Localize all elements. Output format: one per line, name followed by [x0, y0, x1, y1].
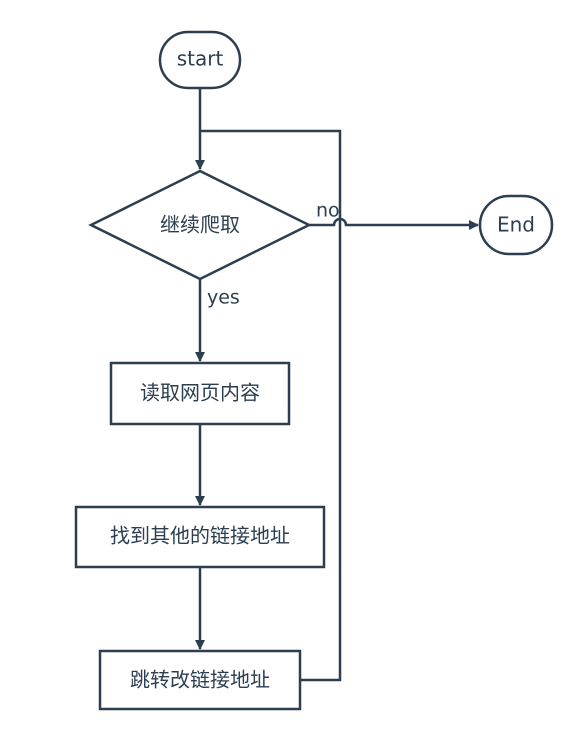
node-read-page[interactable]: 读取网页内容: [109, 361, 291, 426]
start-label: start: [177, 47, 224, 71]
decision-diamond-shape: [88, 169, 312, 281]
decision-label: 继续爬取: [160, 213, 240, 237]
edge-decision-to-end: [306, 217, 479, 230]
node-decision[interactable]: 继续爬取: [88, 169, 312, 281]
start-terminal-shape: [158, 30, 242, 90]
read-page-label: 读取网页内容: [140, 381, 260, 405]
jump-label: 跳转改链接地址: [130, 668, 270, 692]
read-page-process-shape: [109, 361, 291, 426]
end-terminal-shape: [478, 194, 554, 256]
find-links-label: 找到其他的链接地址: [110, 524, 290, 548]
edge-label-yes: yes: [207, 287, 240, 309]
node-end[interactable]: End: [478, 194, 554, 256]
node-jump[interactable]: 跳转改链接地址: [98, 649, 302, 711]
end-label: End: [497, 213, 535, 237]
node-find-links[interactable]: 找到其他的链接地址: [74, 505, 326, 569]
edge-label-no: no: [316, 200, 340, 222]
edges: [195, 88, 479, 682]
jump-process-shape: [98, 649, 302, 711]
find-links-process-shape: [74, 505, 326, 569]
edge-jump-loop-back: [200, 129, 342, 682]
node-start[interactable]: start: [158, 30, 242, 90]
